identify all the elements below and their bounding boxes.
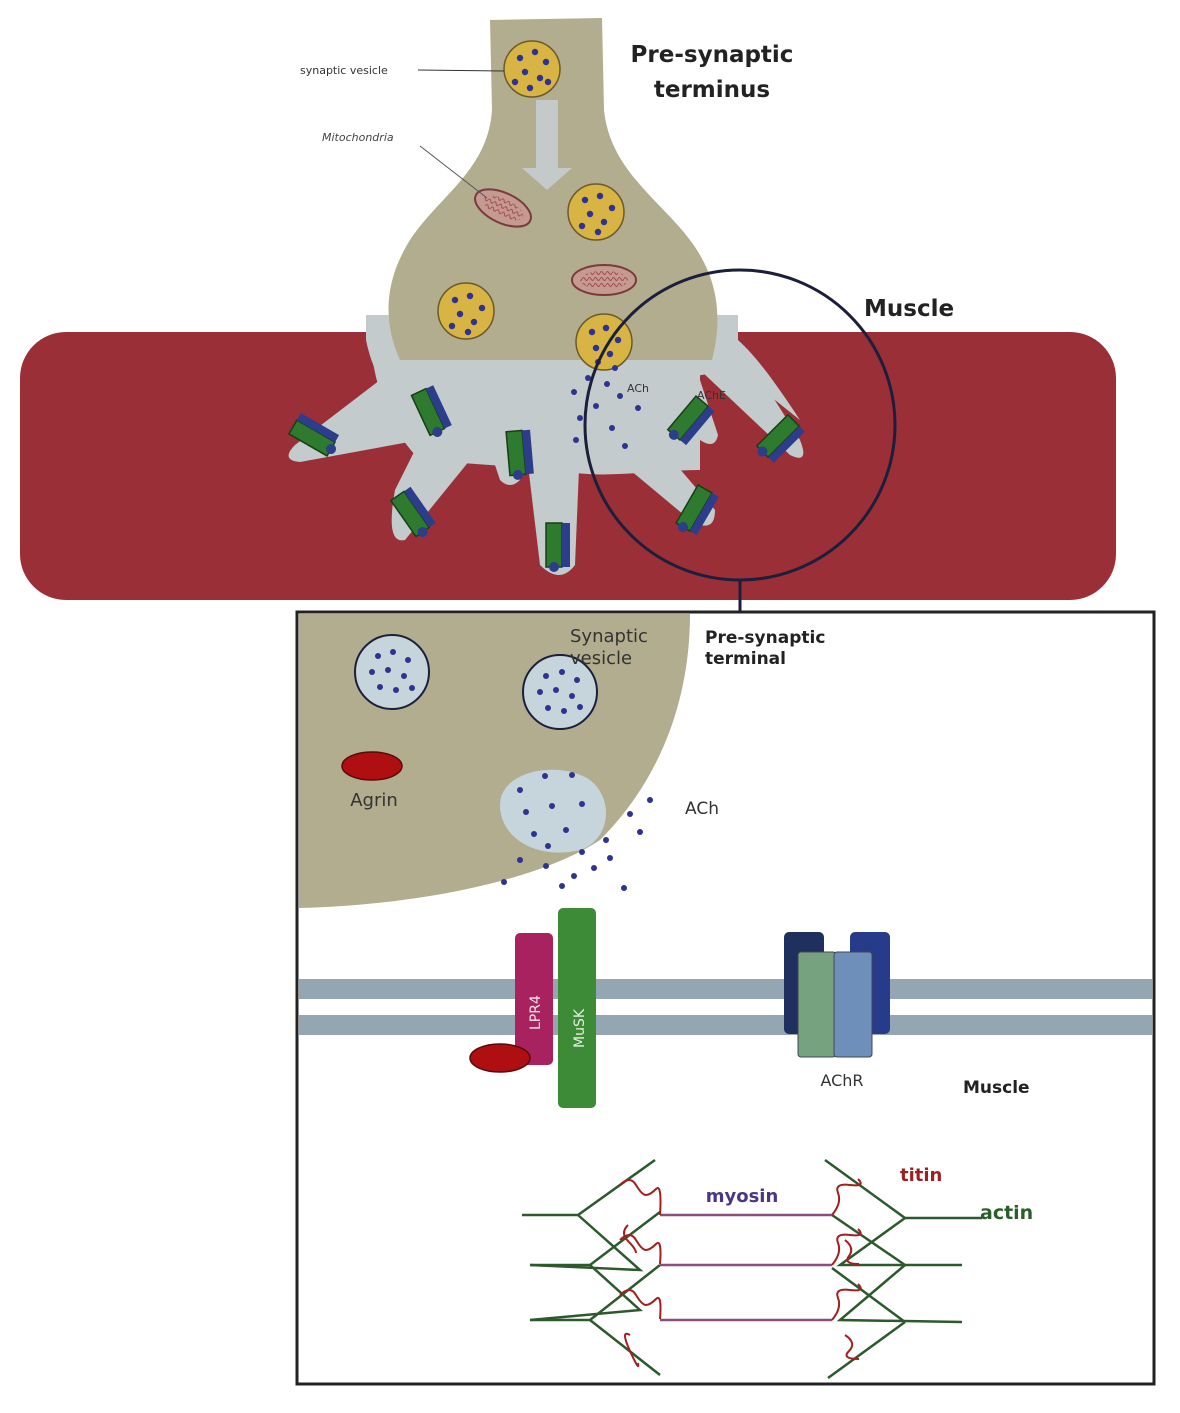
achr-subunit-blue [833, 951, 873, 1058]
lpr4-protein [515, 933, 553, 1065]
label-achr: AChR [820, 1071, 863, 1090]
vesicle-dots-top [448, 48, 622, 358]
titin-springs [619, 1178, 862, 1367]
inset-vesicle-2 [522, 654, 598, 730]
agrin-bound [469, 1043, 531, 1073]
label-lpr4: LPR4 [528, 995, 544, 1030]
inset-vesicle-1 [354, 634, 430, 710]
mitochondria-leader-line [419, 145, 488, 199]
actin-filaments [522, 1158, 982, 1380]
vesicle-leader-line [417, 69, 505, 72]
inset-vesicle-dots [369, 649, 585, 837]
mitochondria-top [474, 188, 637, 296]
label-synaptic-vesicle-inset-line1: Synaptic [570, 626, 648, 647]
label-mitochondria: Mitochondria [322, 131, 394, 144]
label-myosin: myosin [706, 1186, 779, 1207]
presynaptic-terminal-top [388, 18, 718, 360]
inset-panel [295, 610, 1156, 1386]
musk-protein [558, 908, 596, 1108]
label-agrin: Agrin [350, 790, 398, 811]
label-muscle-top: Muscle [864, 296, 954, 322]
vesicle-transport-arrow [522, 100, 572, 190]
achr-subunit-green [797, 951, 837, 1058]
label-ach-top: ACh [627, 382, 649, 395]
label-musk: MuSK [572, 1008, 588, 1048]
myosin-filaments [660, 1213, 832, 1322]
label-synaptic-vesicle: synaptic vesicle [300, 64, 388, 77]
label-presynaptic-terminal-line2: terminal [705, 649, 786, 669]
label-presynaptic-terminus-line1: Pre-synaptic [631, 42, 794, 68]
agrin-ellipse [341, 751, 403, 781]
label-synaptic-vesicle-inset-line2: vesicle [570, 648, 632, 669]
label-ach-inset: ACh [685, 799, 719, 819]
label-ache: AChE [697, 389, 726, 402]
inset-ach-dots [501, 797, 653, 891]
label-presynaptic-terminal-line1: Pre-synaptic [705, 628, 825, 648]
receptors-top [287, 385, 805, 572]
label-titin: titin [900, 1165, 942, 1186]
inset-vesicle-fusing [500, 769, 607, 853]
label-presynaptic-terminus-line2: terminus [654, 77, 770, 103]
label-actin: actin [980, 1202, 1033, 1224]
label-muscle-inset: Muscle [963, 1078, 1030, 1098]
muscle-membrane-outer [299, 979, 1152, 999]
muscle-membrane-inner [299, 1015, 1152, 1035]
